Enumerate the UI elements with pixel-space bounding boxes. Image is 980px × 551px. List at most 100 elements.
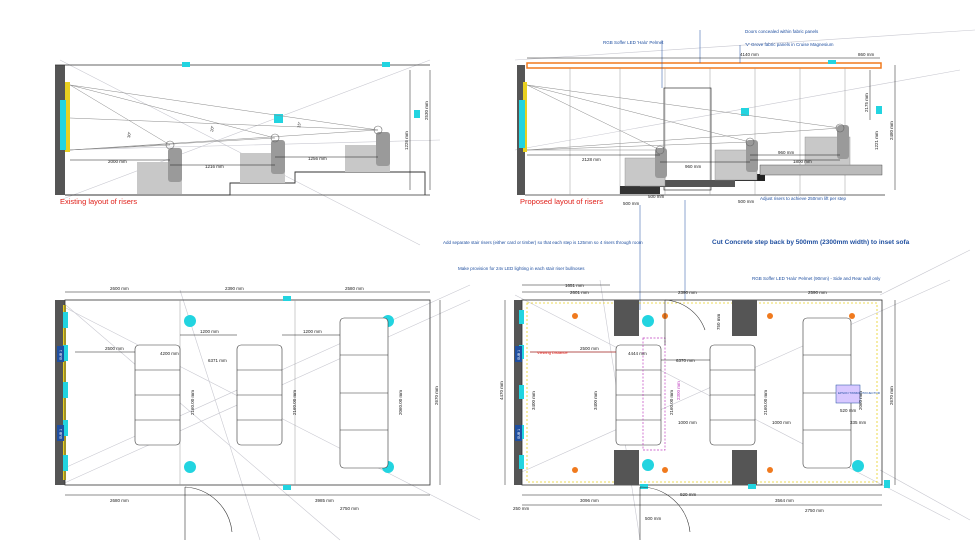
concrete-note: Cut Concrete step back by 500mm (2300mm … xyxy=(712,239,910,246)
dim-label: 1221 mm xyxy=(874,131,879,150)
seat-row-plan-2 xyxy=(709,344,756,446)
dim-label: 2750 mm xyxy=(805,508,824,513)
projector xyxy=(835,384,861,404)
dim-label: 860 mm xyxy=(858,52,875,57)
dim-label: 1651 mm xyxy=(565,283,584,288)
dim-label: 920 mm xyxy=(680,492,697,497)
dim-label: 3400 mm xyxy=(531,391,536,410)
riser-block xyxy=(614,450,639,485)
annotation: 'V' Grove fabric panels in Cruise Magnes… xyxy=(745,42,834,47)
dim-label: 2750 mm xyxy=(340,506,359,511)
dim-label: 2500 mm xyxy=(105,346,124,351)
riser-profile xyxy=(65,171,426,196)
seat-row-plan-3 xyxy=(339,317,389,469)
dim-label: 960 mm xyxy=(778,150,795,155)
dim-label: 520 mm xyxy=(840,408,857,413)
dim-label: 2680 mm xyxy=(110,498,129,503)
dim-label: 1226 mm xyxy=(404,131,409,150)
seat-row-2 xyxy=(714,137,758,181)
dim-label: 3400 mm xyxy=(593,391,598,410)
riser-block xyxy=(614,300,639,336)
dim-label: 2175 mm xyxy=(864,93,869,112)
subwoofer xyxy=(515,425,522,441)
dim-label: 750 mm xyxy=(716,313,721,330)
existing-plan-view: SUB 1 SUB 1 2600 m xyxy=(55,286,441,540)
speaker-box xyxy=(414,110,420,118)
speaker-box xyxy=(828,60,836,64)
dim-label: 1800 mm xyxy=(793,159,812,164)
dim-label: 2670 mm xyxy=(434,386,439,405)
dim-label: 500 mm xyxy=(648,194,665,199)
existing-caption: Existing layout of risers xyxy=(60,197,137,206)
screen-face xyxy=(60,100,66,150)
seat-row-3 xyxy=(345,125,390,172)
dim-label: 2670 mm xyxy=(889,386,894,405)
seat-row-plan-2 xyxy=(236,344,283,446)
dim-label: 3985 mm xyxy=(315,498,334,503)
projector-label: EPSON TW6600 PROJECTOR xyxy=(838,391,881,395)
stair-note: Add separate stair risers (either card o… xyxy=(443,240,643,245)
speaker-box xyxy=(382,62,390,67)
seat-row-plan-1 xyxy=(615,344,662,446)
front-wall xyxy=(55,300,65,485)
seat-row-plan-1 xyxy=(134,344,181,446)
dim-label: 4200 mm xyxy=(160,351,179,356)
proposed-caption: Proposed layout of risers xyxy=(520,197,603,206)
dim-label: 1216 mm xyxy=(205,164,224,169)
dim-label: 335 mm xyxy=(850,420,867,425)
riser-block xyxy=(732,450,757,485)
dim-label: 960 mm xyxy=(685,164,702,169)
dim-label: 2580 mm xyxy=(345,286,364,291)
riser-step xyxy=(620,186,660,194)
riser-step xyxy=(759,164,883,176)
subwoofer xyxy=(57,346,64,362)
subwoofer xyxy=(515,346,522,362)
dim-label: 2060 mm xyxy=(858,391,863,410)
dim-label: 1200 mm xyxy=(303,329,322,334)
sub-label: SUB 1 xyxy=(59,429,63,439)
dim-label: 2600 mm xyxy=(110,286,129,291)
concealed-door xyxy=(663,87,712,191)
pelmet-note: RGB Soffer LED 'Halo' Pelmet (90mm) - Si… xyxy=(752,276,881,281)
dim-label: 2160.00 mm xyxy=(669,390,674,415)
proposed-section-view: Doors concealed within fabric panels RGB… xyxy=(517,29,896,206)
riser-step xyxy=(640,180,735,187)
sub-label: SUB 1 xyxy=(59,350,63,360)
ceiling-speaker xyxy=(184,461,196,473)
dim-label: 2160.00 mm xyxy=(763,390,768,415)
led-note: Make provision for 24v LED lighting in e… xyxy=(458,266,585,271)
dim-label: 2160.00 mm xyxy=(190,390,195,415)
speaker-box xyxy=(182,62,190,67)
dim-label: 2390 mm xyxy=(678,290,697,295)
dim-label: 1256 mm xyxy=(308,156,327,161)
dim-label: 3564 mm xyxy=(775,498,794,503)
dim-label: 2601 mm xyxy=(570,290,589,295)
dim-label: 2300 mm xyxy=(676,381,681,400)
seat-row-2 xyxy=(240,133,285,183)
door-swing xyxy=(184,486,233,540)
subwoofer xyxy=(57,425,64,441)
dim-label: 2530 mm xyxy=(424,101,429,120)
dim-label: 2500 mm xyxy=(580,346,599,351)
angle-label: 15° xyxy=(296,121,302,128)
sofa-inset-outline xyxy=(642,337,666,451)
dim-label: 6370 mm xyxy=(676,358,695,363)
middle-notes: Add separate stair risers (either card o… xyxy=(443,200,910,310)
proposed-plan-view: SUB 1 SUB 1 EP xyxy=(499,283,896,540)
annotation: Doors concealed within fabric panels xyxy=(745,29,819,34)
dim-label: 6371 mm xyxy=(208,358,227,363)
projector-box xyxy=(274,114,283,123)
angle-label: 20° xyxy=(209,125,215,132)
door-swing xyxy=(664,299,706,345)
ceiling-speaker xyxy=(642,459,654,471)
dim-label: 2060.00 mm xyxy=(398,390,403,415)
dim-label: 1000 mm xyxy=(678,420,697,425)
ceiling-speaker xyxy=(852,460,864,472)
sub-label: SUB 1 xyxy=(517,429,521,439)
dim-label: 4470 mm xyxy=(499,381,504,400)
dim-label: 2390 mm xyxy=(225,286,244,291)
seat-row-1 xyxy=(137,140,182,194)
angle-label: 30° xyxy=(126,131,132,138)
speaker-box xyxy=(741,108,749,116)
